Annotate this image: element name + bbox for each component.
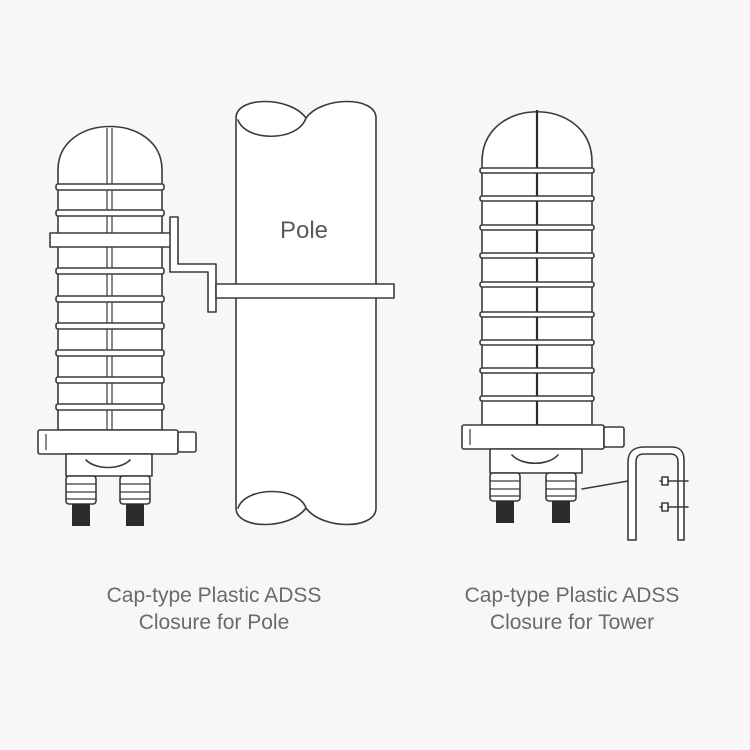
- tower-closure-caption: Cap-type Plastic ADSS Closure for Tower: [422, 582, 722, 636]
- pole-mount-arm: [215, 283, 395, 299]
- tower-u-bracket: [627, 446, 685, 541]
- tower-closure-base: [461, 424, 605, 450]
- tower-closure: [461, 110, 689, 541]
- pole-cable-glands: [65, 475, 151, 526]
- pole-closure-ribs: [55, 183, 165, 411]
- tower-closure-caption-line1: Cap-type Plastic ADSS: [464, 584, 680, 607]
- pole-clamp-band: [49, 232, 175, 248]
- pole-label: Pole: [280, 217, 328, 244]
- tower-cable-glands: [489, 472, 577, 523]
- pole-z-bracket: [169, 216, 217, 313]
- pole-closure-base: [37, 429, 179, 455]
- pole-closure-caption-line1: Cap-type Plastic ADSS: [106, 584, 322, 607]
- pole-closure-caption-line2: Closure for Pole: [138, 611, 290, 634]
- tower-closure-ribs: [479, 167, 595, 402]
- pole-closure-caption: Cap-type Plastic ADSS Closure for Pole: [64, 582, 364, 636]
- pole: Pole: [235, 100, 377, 526]
- tower-closure-caption-line2: Closure for Tower: [489, 611, 655, 634]
- pole-closure: [37, 125, 395, 526]
- pole-closure-dome: [57, 125, 163, 431]
